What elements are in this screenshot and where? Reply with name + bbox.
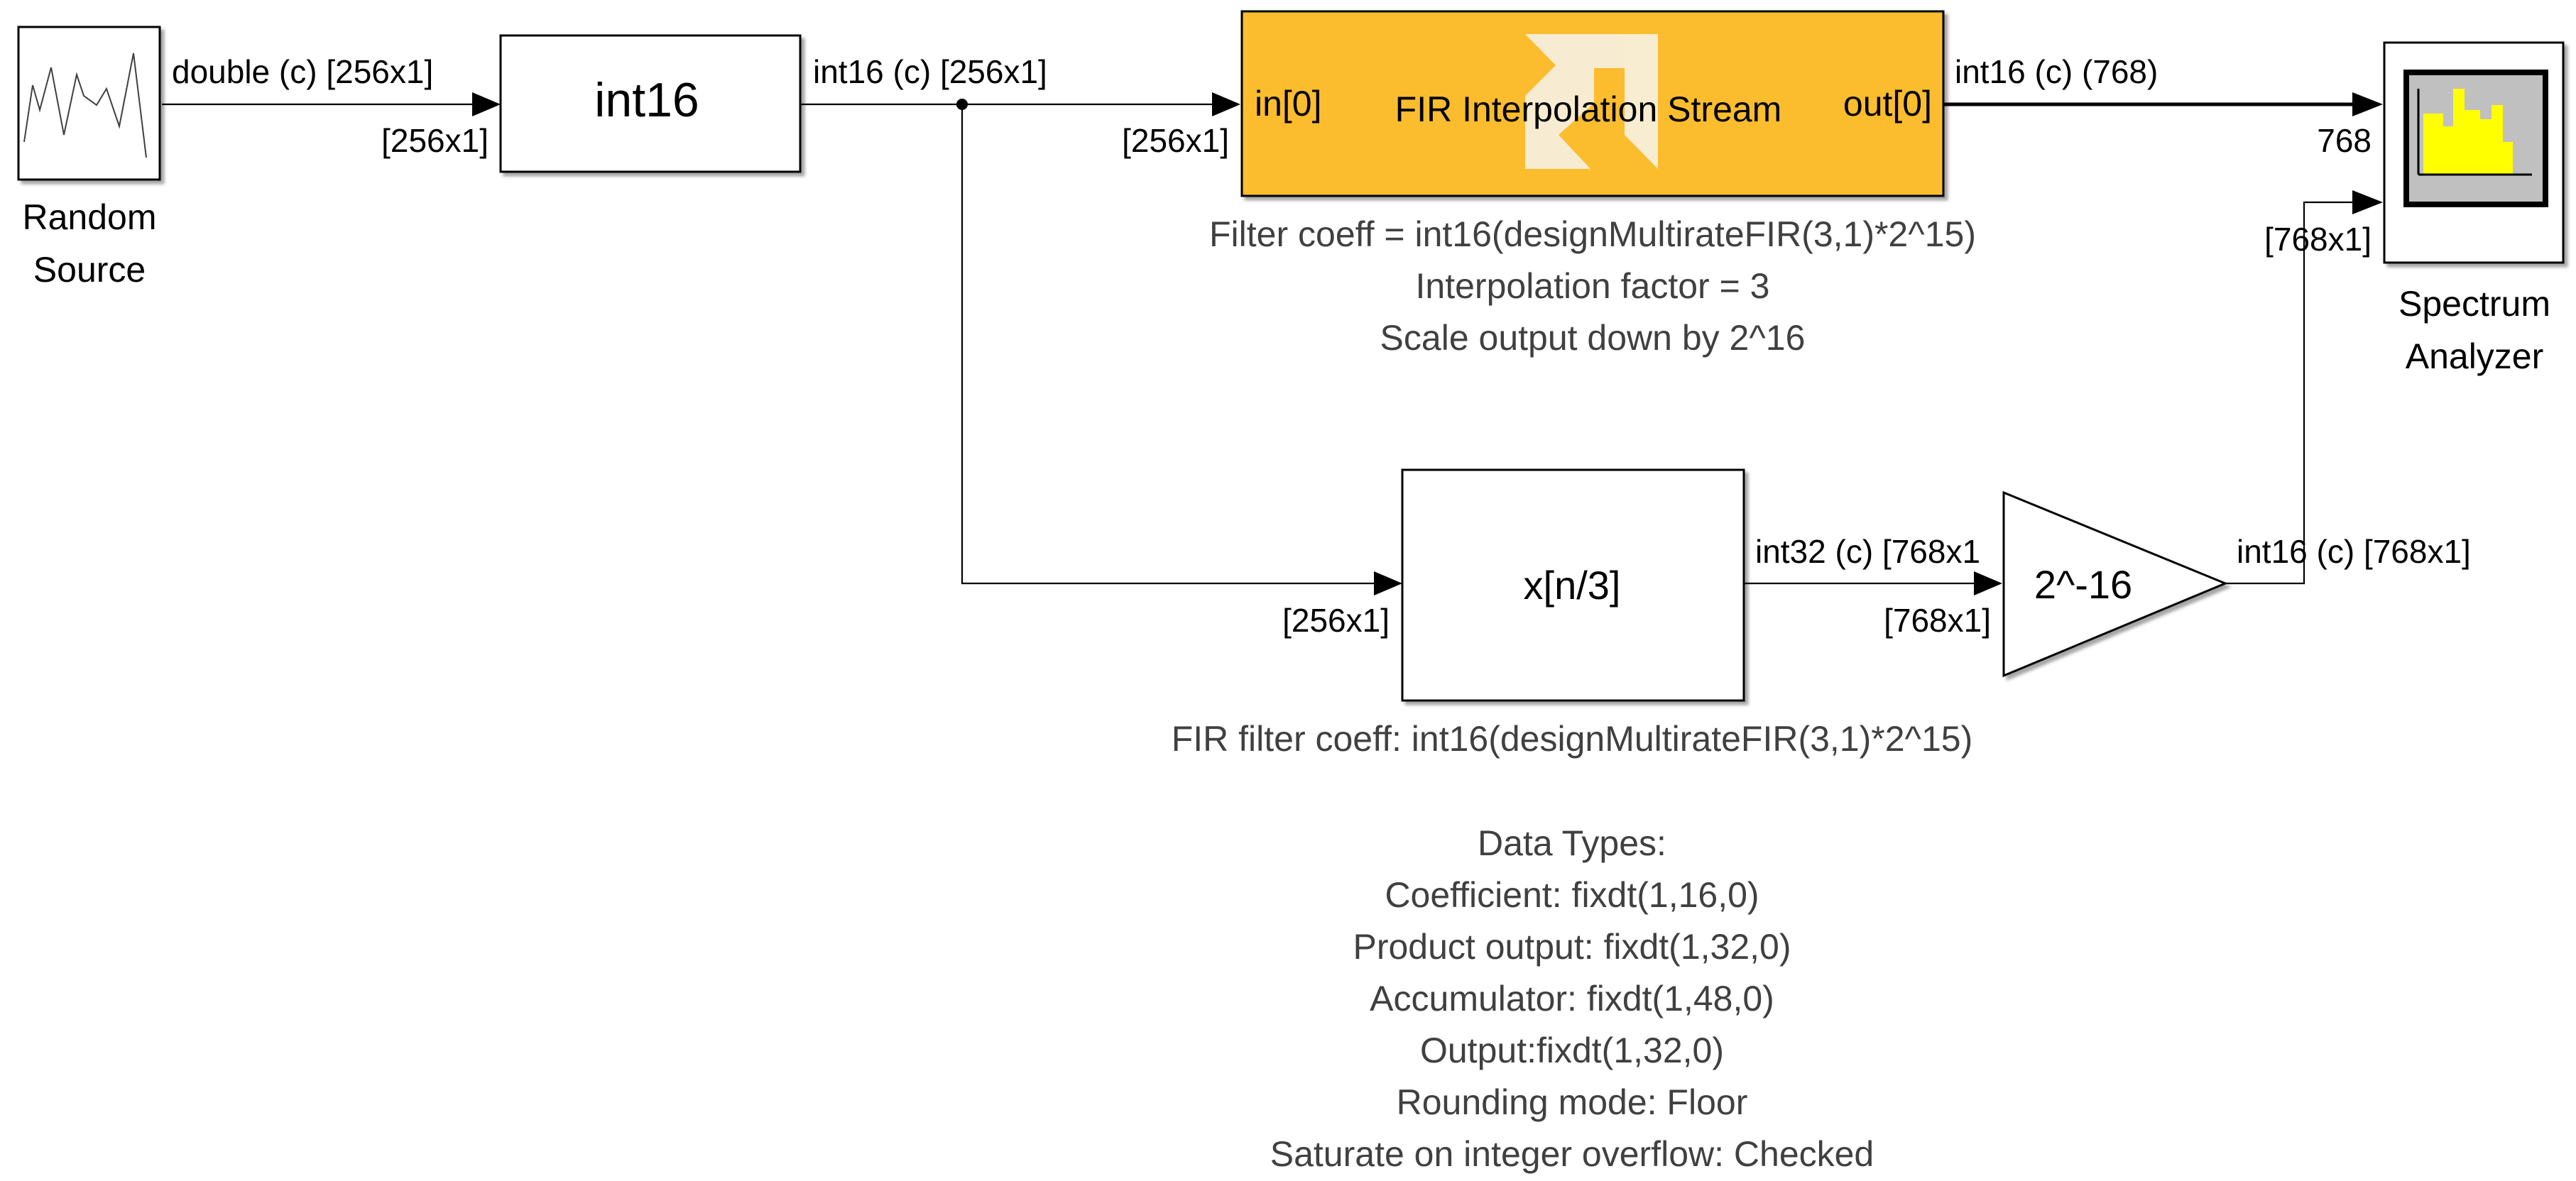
gain-triangle <box>2002 490 2228 678</box>
fir-note-line: Filter coeff = int16(designMultirateFIR(… <box>1209 214 1976 254</box>
data-types-line: Output:fixdt(1,32,0) <box>1420 1031 1724 1070</box>
int16-convert-label: int16 <box>594 73 699 127</box>
data-types-line: Data Types: <box>1478 823 1666 863</box>
signal-label-fir-out: int16 (c) (768) <box>1955 53 2158 90</box>
signal-lines <box>162 92 2383 595</box>
signal-labels: double (c) [256x1] [256x1] int16 (c) [25… <box>172 53 2471 639</box>
signal-dim-analyzer-in1: 768 <box>2317 122 2372 159</box>
fir-out-port-label: out[0] <box>1843 84 1932 123</box>
reference-filter-note: FIR filter coeff: int16(designMultirateF… <box>1172 719 1973 759</box>
fir-in-port-label: in[0] <box>1255 84 1322 123</box>
wire-gain-to-analyzer[interactable] <box>2225 201 2356 585</box>
gain-label: 2^-16 <box>2034 562 2132 607</box>
fir-block-title: FIR Interpolation Stream <box>1395 89 1782 129</box>
upsample-block[interactable]: x[n/3] <box>1401 468 1745 702</box>
random-source-label-2: Source <box>33 250 146 290</box>
signal-label-src-out: double (c) [256x1] <box>172 53 433 90</box>
arrowhead-analyzer-in2 <box>2352 190 2383 214</box>
signal-label-cast-out: int16 (c) [256x1] <box>813 53 1047 90</box>
data-types-line: Coefficient: fixdt(1,16,0) <box>1385 875 1759 915</box>
signal-dim-analyzer-in2: [768x1] <box>2264 221 2372 258</box>
spectrum-analyzer-block[interactable]: Spectrum Analyzer <box>2383 41 2565 376</box>
signal-dim-upsample-in: [256x1] <box>1282 602 1390 639</box>
data-types-line: Accumulator: fixdt(1,48,0) <box>1370 979 1774 1018</box>
analyzer-label-2: Analyzer <box>2406 336 2544 376</box>
wire-branch-to-upsample[interactable] <box>961 104 1377 585</box>
arrowhead-gain-in <box>1974 571 2002 595</box>
arrowhead-upsample-in <box>1374 571 1402 595</box>
data-types-line: Product output: fixdt(1,32,0) <box>1353 927 1791 967</box>
random-source-label-1: Random <box>23 197 157 237</box>
gain-block[interactable]: 2^-16 <box>2002 490 2228 678</box>
fir-notes-annotation: Filter coeff = int16(designMultirateFIR(… <box>1209 214 1976 358</box>
arrowhead-int16-in <box>472 92 501 116</box>
analyzer-label-1: Spectrum <box>2398 284 2550 324</box>
random-source-block[interactable]: Random Source <box>17 26 161 290</box>
int16-convert-block[interactable]: int16 <box>499 34 802 173</box>
arrowhead-analyzer-in1 <box>2352 92 2383 116</box>
data-types-line: Rounding mode: Floor <box>1397 1082 1748 1122</box>
vendor-logo-icon <box>1525 34 1658 169</box>
signal-dim-src-out: [256x1] <box>381 122 489 159</box>
signal-dim-fir-in: [256x1] <box>1122 122 1229 159</box>
fir-note-line: Scale output down by 2^16 <box>1380 318 1806 358</box>
arrowhead-fir-in <box>1212 92 1240 116</box>
signal-dim-gain-in: [768x1] <box>1884 602 1991 639</box>
spectrum-bars-icon <box>2423 89 2513 174</box>
random-signal-icon <box>23 53 147 158</box>
data-types-annotation: Data Types: Coefficient: fixdt(1,16,0) P… <box>1270 823 1874 1174</box>
upsample-label: x[n/3] <box>1524 563 1621 608</box>
fir-interpolation-stream-block[interactable]: in[0] FIR Interpolation Stream out[0] <box>1240 10 1945 197</box>
data-types-line: Saturate on integer overflow: Checked <box>1270 1134 1874 1174</box>
fir-note-line: Interpolation factor = 3 <box>1416 266 1770 306</box>
signal-label-gain-out: int16 (c) [768x1] <box>2237 533 2471 570</box>
signal-label-upsample-out: int32 (c) [768x1 <box>1755 533 1980 570</box>
